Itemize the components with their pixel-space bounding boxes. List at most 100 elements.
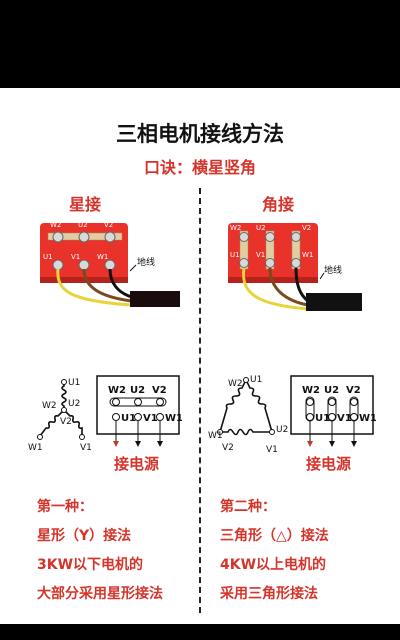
delta-panel-u2: U2 [324,385,339,396]
delta-winding-diagram: U1 W2 W1 V2 V1 U2 [208,375,288,455]
star-node-w1 [37,434,43,440]
star-winding-diagram: U1 U2 V2 W2 W1 V1 [28,378,92,453]
delta-note-line-1: 第二种： [220,499,276,515]
delta-wire-yellow [242,267,309,311]
delta-terminal-u2 [265,232,275,242]
star-panel-term-w1 [156,413,164,421]
delta-panel-u1: U1 [315,413,330,424]
star-panel-term-u2 [134,398,142,406]
star-note-line-3: 3KW以下电机的 [37,557,144,573]
star-box-label-u1: U1 [43,253,53,261]
star-arrow-v [135,441,141,447]
star-coil-v [63,409,83,436]
delta-terminal-photo: W2 U2 V2 U1 V1 W1 地线 [228,223,362,311]
delta-ground-label: 地线 [324,264,342,276]
star-note: 第一种： 星形（Y）接法 3KW以下电机的 大部分采用星形接法 [37,493,163,609]
star-winding-w1: W1 [28,443,43,453]
star-coil-w [39,409,65,437]
delta-panel-term-u2 [328,398,336,406]
delta-box-label-v1: V1 [256,251,265,259]
star-panel-u2: U2 [130,385,145,396]
delta-terminal-v1 [265,258,275,268]
star-winding-w2: W2 [42,401,57,411]
star-note-line-1: 第一种： [37,499,93,515]
star-panel-term-v2 [156,398,164,406]
star-terminal-v2 [104,231,116,243]
delta-node-right [269,429,275,435]
column-divider [199,188,201,613]
star-coil-u [61,382,67,410]
delta-terminal-u1 [239,258,249,268]
delta-box-label-u1: U1 [230,251,240,259]
delta-terminal-w2 [239,232,249,242]
delta-power-label: 接电源 [306,455,352,473]
star-note-line-2: 星形（Y）接法 [37,528,132,544]
star-wire-brown [82,268,133,303]
delta-panel-w2: W2 [302,385,320,396]
delta-note-line-4: 采用三角形接法 [220,586,318,602]
delta-heading: 角接 [262,195,295,214]
star-cable-sheath [130,291,180,307]
star-wire-black [108,268,133,299]
star-panel-w2: W2 [108,385,126,396]
delta-wire-brown [268,267,309,307]
star-ground-leader [129,264,137,272]
star-box-label-w1: W1 [97,253,108,261]
star-panel-term-u1 [112,413,120,421]
star-terminal-u2 [78,231,90,243]
delta-panel-diagram: W2 U2 V2 U1 V1 W1 [290,375,376,447]
star-terminal-photo: W2 U2 V2 U1 V1 W1 地线 [40,221,180,307]
delta-panel-term-w2 [306,398,314,406]
delta-note-line-3: 4KW以上电机的 [220,557,327,573]
star-box-label-w2: W2 [50,221,61,229]
star-heading: 星接 [69,195,102,214]
mnemonic-subtitle: 口诀：横星竖角 [143,158,256,177]
star-power-label: 接电源 [114,455,160,473]
star-box-label-v1: V1 [71,253,80,261]
star-winding-u1: U1 [68,378,80,388]
star-node-v1 [79,434,85,440]
delta-panel-w1: W1 [359,413,376,424]
star-arrow-w [157,441,163,447]
delta-node-top [243,377,249,383]
delta-terminal-v2 [291,232,301,242]
delta-winding-w1: W1 [208,431,223,441]
star-winding-v1: V1 [80,443,92,453]
star-box-label-u2: U2 [78,221,88,229]
delta-winding-v2: V2 [222,443,234,453]
wiring-card: 三相电机接线方法 口诀：横星竖角 星接 W2 U2 V2 U1 V1 W1 地线 [0,88,400,624]
delta-ground-leader [319,272,325,280]
delta-coil-bottom [220,428,272,436]
delta-box-label-w1: W1 [302,251,313,259]
delta-note-line-2: 三角形（△）接法 [220,528,329,544]
delta-coil-right [245,379,273,433]
star-panel-v2: V2 [152,385,167,396]
star-ground-label: 地线 [137,256,155,268]
delta-arrow-u [307,441,313,447]
delta-panel-term-u1 [306,413,314,421]
delta-panel-term-v2 [350,398,358,406]
delta-cable-sheath [306,293,362,311]
star-terminal-w1 [104,259,116,271]
star-winding-u2: U2 [68,399,80,409]
delta-arrow-w [351,441,357,447]
star-terminal-u1 [52,259,64,271]
delta-box-label-v2: V2 [302,224,311,232]
delta-box-label-w2: W2 [230,224,241,232]
star-box-label-v2: V2 [104,221,113,229]
star-terminal-w2 [52,231,64,243]
delta-arrow-v [329,441,335,447]
star-terminal-v1 [78,259,90,271]
delta-terminal-w1 [291,258,301,268]
delta-winding-w2: W2 [228,379,243,389]
delta-node-left [217,429,223,435]
star-note-line-4: 大部分采用星形接法 [37,586,163,602]
star-panel-u1: U1 [121,413,136,424]
page-title: 三相电机接线方法 [116,122,284,146]
star-panel-term-w2 [112,398,120,406]
star-terminal-block-shadow [40,277,128,283]
delta-winding-u1: U1 [250,375,262,385]
star-panel-diagram: W2 U2 V2 U1 V1 W1 [96,375,182,447]
delta-panel-term-w1 [350,413,358,421]
star-panel-term-v1 [134,413,142,421]
